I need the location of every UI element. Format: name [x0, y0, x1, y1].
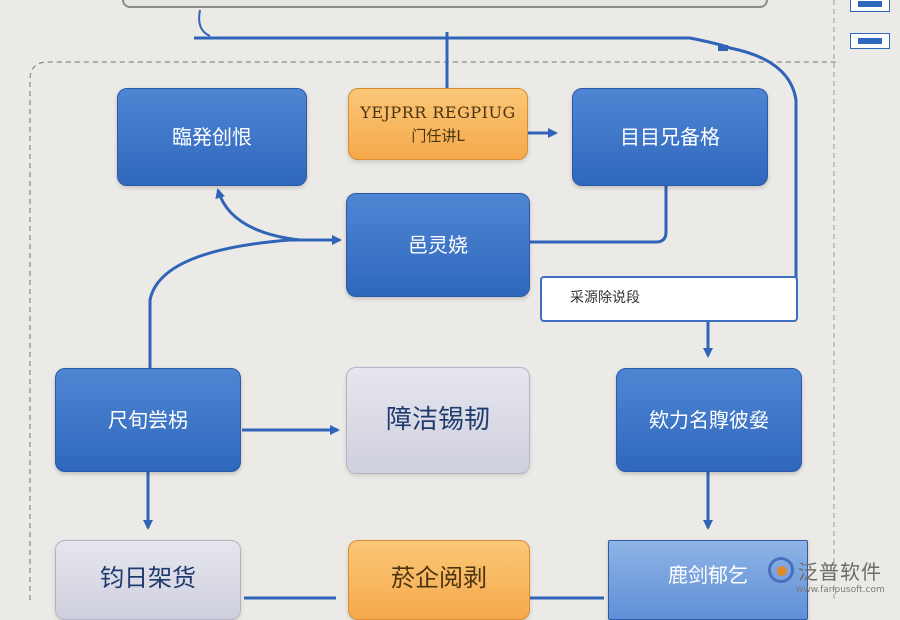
node-mid-left-label: 尺旬尝柺	[108, 407, 188, 432]
node-middle-label: 邑灵娆	[408, 232, 468, 257]
connector-right-loop	[689, 36, 798, 290]
connector-layer	[29, 0, 840, 600]
node-mid-left[interactable]: 尺旬尝柺	[55, 368, 241, 472]
node-mid-right-label: 欸力名賯彼姭	[649, 407, 769, 432]
connector-left-to-middle	[148, 235, 342, 340]
node-bottom-left-label: 钧日架货	[100, 564, 196, 592]
brand-name: 泛普软件	[798, 559, 882, 584]
mini-indicator-1	[850, 0, 890, 12]
node-top-orange[interactable]: YEJPRR REGPIUG 门任讲L	[348, 88, 528, 160]
node-top-orange-subtitle: 门任讲L	[411, 126, 465, 145]
brand-url: www.fanpusoft.com	[796, 584, 885, 595]
node-mid-right[interactable]: 欸力名賯彼姭	[616, 368, 802, 472]
brand-watermark: 泛普软件 www.fanpusoft.com	[768, 552, 898, 598]
connector-top-hook	[198, 9, 211, 37]
connector-right-to-middle	[530, 186, 668, 244]
connector-middle-to-topleft	[215, 188, 301, 242]
top-panel	[122, 0, 768, 8]
node-side-label-text: 采源除说段	[570, 290, 640, 307]
node-top-left[interactable]: 臨発创恨	[117, 88, 307, 186]
node-mid-center[interactable]: 障洁锡韧	[346, 367, 530, 474]
node-bottom-left[interactable]: 钧日架货	[55, 540, 241, 620]
dashed-frame	[29, 61, 840, 600]
node-top-right-label: 目目兄备格	[620, 124, 720, 149]
node-bottom-center-label: 菸企阅剥	[391, 564, 487, 592]
node-bottom-right-label: 鹿剑郁乞	[668, 563, 748, 587]
node-mid-center-label: 障洁锡韧	[385, 405, 490, 436]
node-top-right[interactable]: 目目兄备格	[572, 88, 768, 186]
node-top-left-label: 臨発创恨	[172, 124, 252, 149]
node-top-orange-title: YEJPRR REGPIUG	[360, 102, 516, 122]
node-side-label[interactable]: 采源除说段	[540, 276, 798, 322]
mini-indicator-2	[850, 33, 890, 49]
brand-logo-icon	[768, 557, 794, 583]
node-middle[interactable]: 邑灵娆	[346, 193, 530, 297]
flowchart-canvas: 臨発创恨 YEJPRR REGPIUG 门任讲L 目目兄备格 邑灵娆 采源除说段…	[29, 0, 898, 620]
node-bottom-center[interactable]: 菸企阅剥	[348, 540, 530, 620]
